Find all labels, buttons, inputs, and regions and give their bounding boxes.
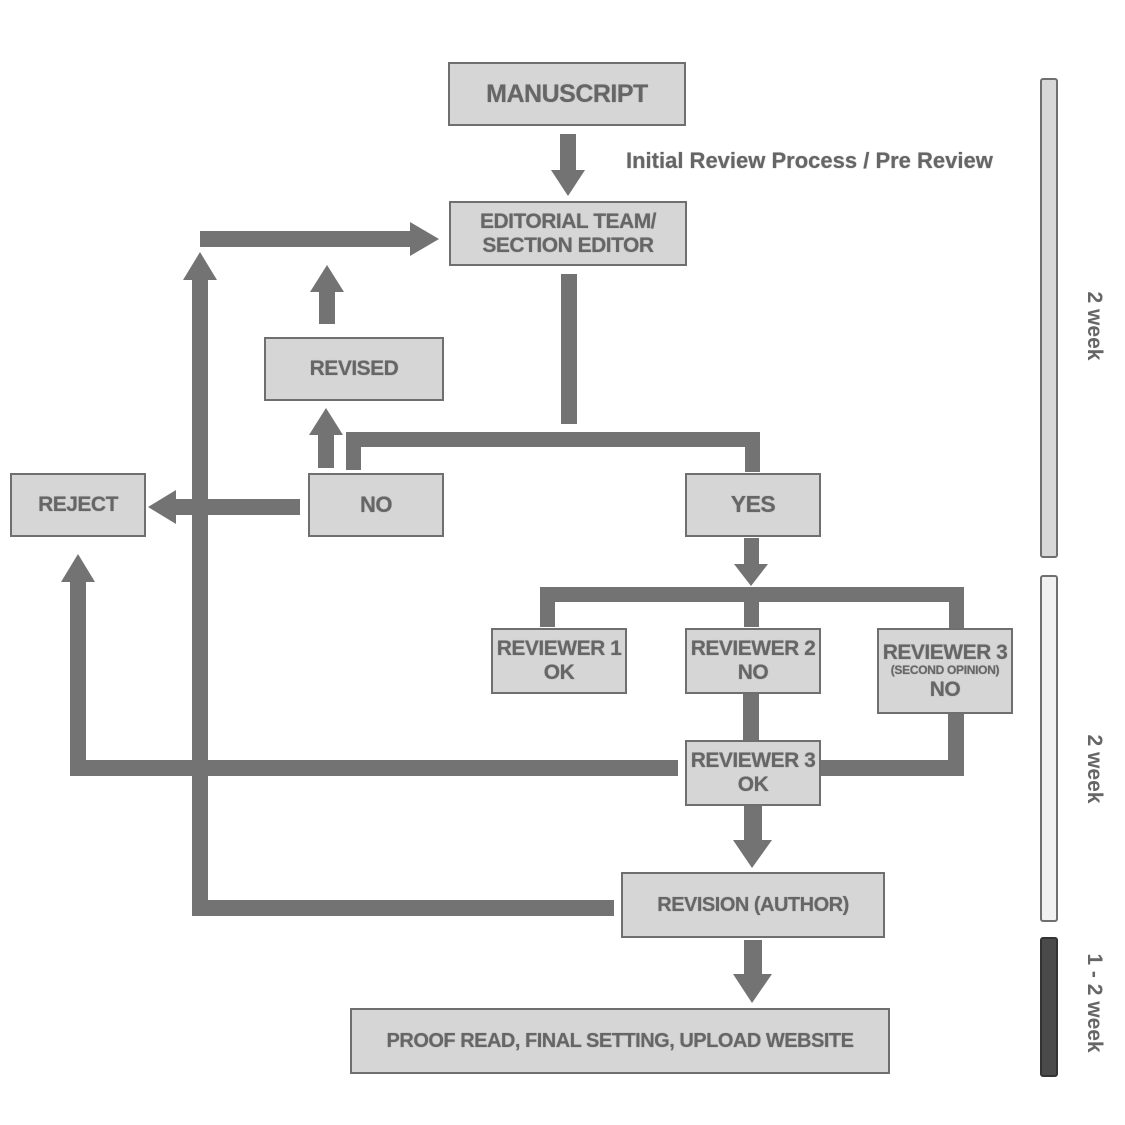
no-to-revised-shaft bbox=[318, 432, 334, 468]
split-to-yes-line bbox=[745, 432, 760, 472]
manuscript-to-editorial-arrowhead bbox=[551, 170, 585, 196]
manuscript-label: MANUSCRIPT bbox=[486, 80, 648, 108]
revised-label: REVISED bbox=[309, 357, 399, 381]
editorial-down-line bbox=[561, 274, 577, 424]
revision-to-proof-arrowhead bbox=[733, 974, 772, 1003]
reviewer2-verdict: NO bbox=[737, 661, 769, 684]
initial-review-annotation: Initial Review Process / Pre Review bbox=[626, 148, 993, 173]
timeline-label-2: 2 week bbox=[1083, 734, 1106, 804]
revised-up-shaft bbox=[319, 288, 335, 324]
reviewer3a-to-reviewer3b bbox=[820, 760, 964, 776]
reviewer3-ok-box: REVIEWER 3 OK bbox=[685, 740, 821, 806]
revised-box: REVISED bbox=[264, 337, 444, 401]
reviewer2-name: REVIEWER 2 bbox=[690, 637, 816, 661]
editorial-label-line2: SECTION EDITOR bbox=[482, 233, 654, 257]
manuscript-to-editorial-shaft bbox=[560, 134, 576, 172]
reviewer3b-name: REVIEWER 3 bbox=[690, 749, 816, 773]
revision-author-box: REVISION (AUTHOR) bbox=[621, 872, 885, 938]
no-to-revised-arrowhead bbox=[309, 408, 343, 435]
reviewer3a-verdict: NO bbox=[929, 677, 961, 701]
no-to-reject-shaft bbox=[172, 499, 300, 515]
yes-decision-box: YES bbox=[685, 473, 821, 537]
editorial-label-line1: EDITORIAL TEAM/ bbox=[479, 209, 657, 233]
no-to-reject-arrowhead bbox=[148, 490, 176, 524]
reviewer1-verdict: OK bbox=[543, 661, 575, 684]
decision-split-bar bbox=[346, 432, 760, 447]
reviewer1-box: REVIEWER 1 OK bbox=[491, 628, 627, 694]
no-decision-label: NO bbox=[360, 491, 393, 517]
timeline-bar-3 bbox=[1040, 937, 1058, 1077]
no-decision-box: NO bbox=[308, 473, 444, 537]
editorial-team-box: EDITORIAL TEAM/ SECTION EDITOR bbox=[449, 201, 687, 266]
reviewer1-name: REVIEWER 1 bbox=[496, 637, 622, 661]
reviewer2-to-reviewer3b bbox=[743, 694, 759, 740]
revision-loop-arrowhead bbox=[183, 252, 217, 280]
proof-label: PROOF READ, FINAL SETTING, UPLOAD WEBSIT… bbox=[386, 1029, 854, 1052]
proof-read-box: PROOF READ, FINAL SETTING, UPLOAD WEBSIT… bbox=[350, 1008, 890, 1074]
reviewer3a-subtitle: (SECOND OPINION) bbox=[890, 663, 1000, 678]
reject-label: REJECT bbox=[38, 493, 118, 517]
reject-box: REJECT bbox=[10, 473, 146, 537]
split-to-reviewer1 bbox=[540, 587, 555, 627]
revision-label: REVISION (AUTHOR) bbox=[657, 893, 849, 916]
loop-to-editorial-shaft bbox=[200, 231, 412, 247]
revision-loop-horizontal bbox=[192, 900, 614, 916]
timeline-label-1: 2 week bbox=[1083, 291, 1106, 361]
split-to-reviewer2 bbox=[744, 587, 759, 627]
revision-loop-vertical bbox=[192, 276, 208, 916]
reviewer3-second-opinion-box: REVIEWER 3 (SECOND OPINION) NO bbox=[877, 628, 1013, 714]
timeline-bar-2 bbox=[1040, 575, 1058, 922]
yes-decision-label: YES bbox=[730, 491, 776, 518]
yes-down-shaft bbox=[744, 538, 759, 568]
reviewer3b-verdict: OK bbox=[737, 773, 769, 796]
yes-down-arrowhead bbox=[734, 564, 768, 586]
reviewer3b-to-revision-shaft bbox=[744, 806, 762, 842]
revised-up-arrowhead bbox=[310, 265, 344, 292]
timeline-label-3: 1 - 2 week bbox=[1083, 953, 1106, 1053]
reviewer3-to-reject-horizontal bbox=[70, 760, 678, 776]
loop-to-editorial-arrowhead bbox=[410, 222, 439, 256]
reviewer2-box: REVIEWER 2 NO bbox=[685, 628, 821, 694]
timeline-bar-1 bbox=[1040, 78, 1058, 558]
reviewer3-to-reject-arrowhead bbox=[61, 554, 95, 582]
revision-to-proof-shaft bbox=[744, 940, 762, 976]
split-to-no-line bbox=[346, 432, 361, 470]
manuscript-box: MANUSCRIPT bbox=[448, 62, 686, 126]
split-to-reviewer3a bbox=[949, 587, 964, 630]
reviewer3a-name: REVIEWER 3 bbox=[882, 640, 1008, 664]
reviewer3-to-reject-vertical bbox=[70, 578, 86, 776]
reviewer3b-to-revision-arrowhead bbox=[733, 840, 772, 868]
